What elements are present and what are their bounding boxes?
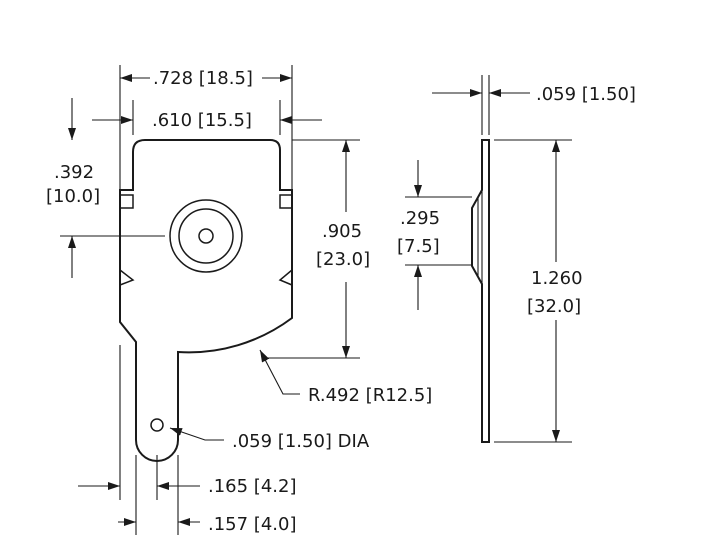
left-upper-tab	[120, 194, 134, 209]
right-upper-tab	[279, 194, 292, 209]
hole-dia-label: .059 [1.50] DIA	[232, 431, 370, 452]
center-offset-in-label: .392	[54, 162, 94, 183]
dimple-inner	[198, 228, 214, 244]
center-offset-mm-label: [10.0]	[46, 186, 100, 207]
dimple-outer	[169, 199, 243, 273]
side-profile	[471, 139, 490, 443]
bump-height-mm-label: [7.5]	[397, 236, 440, 257]
inner-width-label: .610 [15.5]	[152, 110, 252, 131]
left-lower-notch	[119, 269, 135, 286]
thickness-label: .059 [1.50]	[536, 84, 636, 105]
total-height-mm-label: [32.0]	[527, 296, 581, 317]
mounting-hole	[150, 418, 164, 432]
radius-label: R.492 [R12.5]	[308, 385, 432, 406]
dimple-middle	[178, 208, 234, 264]
right-lower-notch	[278, 269, 293, 286]
front-view: .728 [18.5] .610 [15.5] .392 [10.0] .905…	[46, 65, 432, 535]
contact-outline	[119, 139, 293, 462]
overall-width-label: .728 [18.5]	[153, 68, 253, 89]
body-height-mm-label: [23.0]	[316, 249, 370, 270]
tab-width-label: .165 [4.2]	[208, 476, 296, 497]
body-height-in-label: .905	[322, 221, 362, 242]
side-view: .059 [1.50] .295 [7.5] 1.260 [32.0]	[397, 75, 636, 443]
tab-offset-label: .157 [4.0]	[208, 514, 296, 535]
bump-height-in-label: .295	[400, 208, 440, 229]
total-height-in-label: 1.260	[531, 268, 583, 289]
